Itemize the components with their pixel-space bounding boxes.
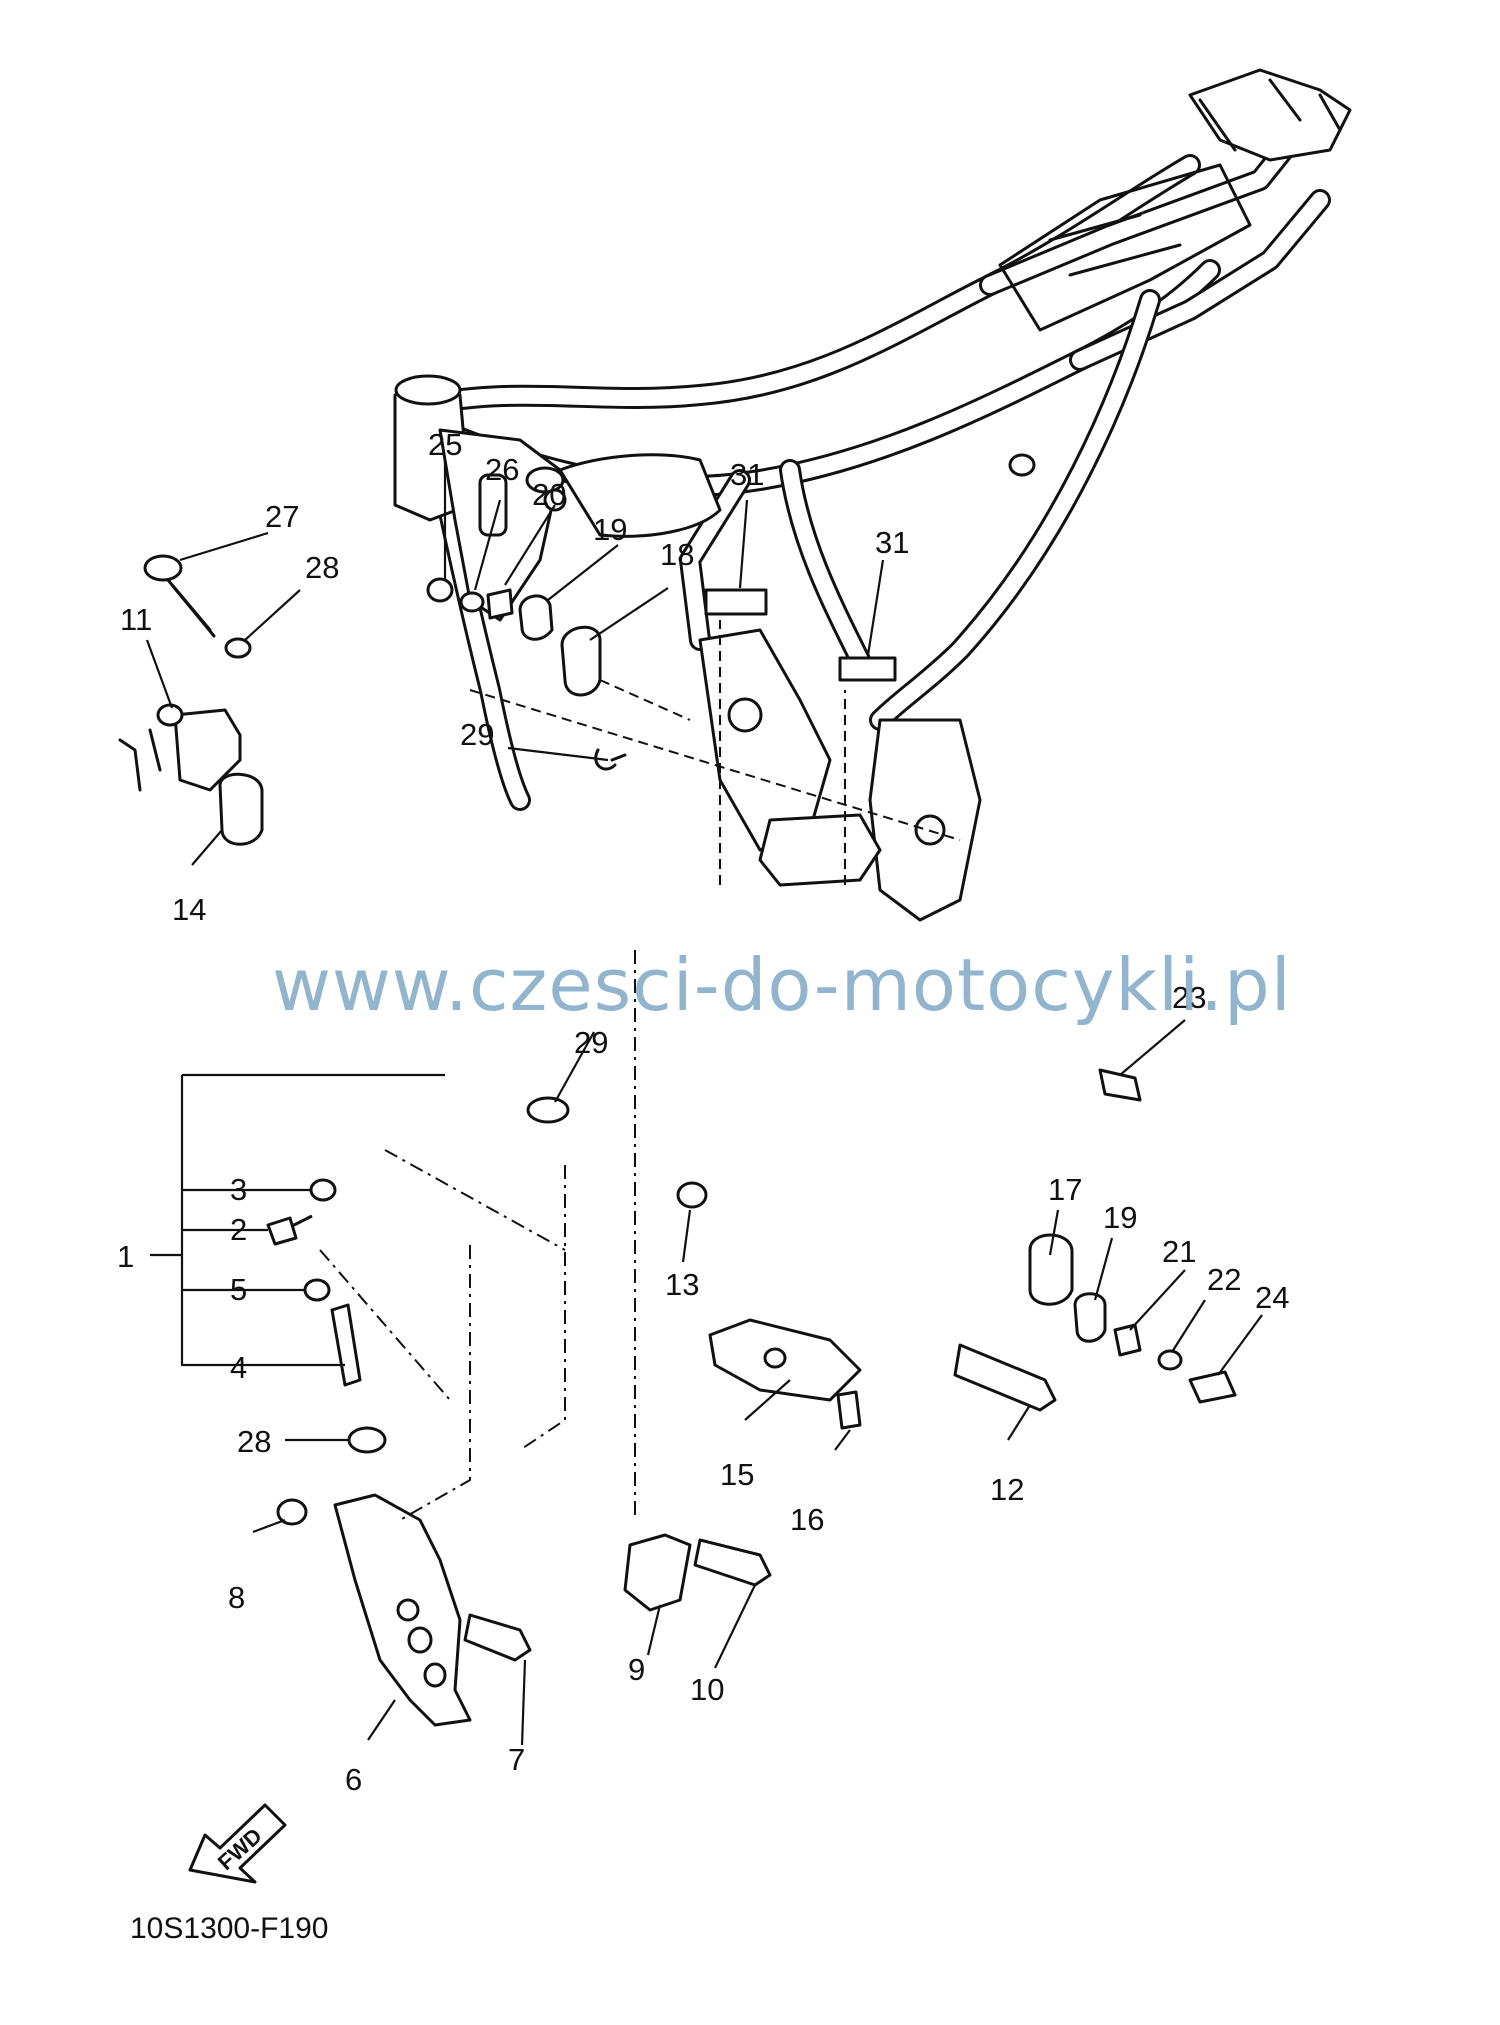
plain-washer — [1157, 1349, 1183, 1371]
callout-26: 27 — [265, 499, 299, 534]
callout-25: 26 — [485, 452, 519, 487]
engine-guard — [333, 1493, 472, 1727]
pivot-shaft-bolt — [953, 1343, 1057, 1412]
front-bracket-assembly — [118, 703, 264, 846]
callout-6: 6 — [345, 1762, 362, 1797]
callout-22: 24 — [1255, 1280, 1289, 1315]
callout-19: 19 — [593, 512, 627, 547]
tube-clip — [478, 473, 508, 537]
callout-10: 10 — [690, 1672, 724, 1707]
rear-frame-bracket — [1188, 68, 1352, 162]
stud — [330, 1303, 362, 1387]
callout-21: 22 — [1207, 1262, 1241, 1297]
flange-nut — [276, 1498, 308, 1526]
damper-pad — [704, 588, 768, 616]
callout-11: 11 — [120, 602, 152, 637]
callout-9: 9 — [628, 1652, 645, 1687]
diagram-code: 10S1300-F190 — [130, 1912, 329, 1945]
flange-bolt — [1188, 1370, 1237, 1404]
stand-bracket — [708, 1318, 862, 1402]
spacer — [1113, 1323, 1142, 1357]
clamp — [347, 1426, 387, 1454]
pivot-bushing — [1028, 1233, 1074, 1306]
pivot-bracket — [758, 813, 882, 887]
seat-rail-tray — [998, 163, 1252, 332]
callout-29: 29 — [574, 1025, 608, 1060]
callout-2: 2 — [230, 1212, 247, 1247]
callout-23: 23 — [1172, 980, 1206, 1015]
mount-bolt — [463, 1613, 532, 1662]
callout-1: 1 — [117, 1239, 134, 1274]
dashed-assembly-lines — [319, 620, 961, 1521]
callout-31-b: 31 — [875, 525, 909, 560]
o-ring — [224, 637, 252, 659]
bolt — [266, 1214, 313, 1246]
callout-8: 8 — [228, 1580, 245, 1615]
callout-5: 5 — [230, 1272, 247, 1307]
callout-24: 25 — [428, 427, 462, 462]
callout-3: 3 — [230, 1172, 247, 1207]
callout-19-b: 19 — [1103, 1200, 1137, 1235]
collar-bushing — [1073, 1292, 1107, 1343]
callout-4: 4 — [230, 1350, 247, 1385]
callout-27: 28 — [305, 550, 339, 585]
callout-20: 20 — [532, 477, 566, 512]
callout-28: 28 — [237, 1424, 271, 1459]
center-plate — [558, 453, 722, 538]
watermark: www.czesci-do-motocykli.pl — [272, 943, 1292, 1027]
bracket-bolt — [693, 1538, 772, 1587]
callout-15: 15 — [720, 1457, 754, 1492]
bleed-screw — [143, 554, 216, 638]
callout-labels: 25 26 20 19 18 31 31 27 28 11 29 14 29 2… — [117, 427, 1289, 1797]
callout-31-a: 31 — [730, 457, 764, 492]
upper-mount-stack — [426, 577, 602, 697]
leader-lines — [145, 460, 1263, 1746]
callout-17: 17 — [1048, 1172, 1082, 1207]
mount-hole — [727, 697, 763, 733]
pivot-nut — [676, 1181, 708, 1209]
callout-7: 7 — [508, 1742, 525, 1777]
fwd-arrow: FWD — [188, 1803, 287, 1884]
callout-12: 12 — [990, 1472, 1024, 1507]
damper-pad — [838, 656, 897, 682]
callout-16: 16 — [790, 1502, 824, 1537]
wire-clip — [594, 748, 627, 771]
hose-clamp — [526, 1096, 570, 1124]
main-frame — [414, 119, 1331, 811]
callout-18: 18 — [660, 537, 694, 572]
washer — [309, 1178, 337, 1202]
callout-30: 29 — [460, 717, 494, 752]
stand-bolt — [836, 1390, 862, 1430]
side-bolt — [1098, 1068, 1142, 1102]
callout-20-b: 21 — [1162, 1234, 1196, 1269]
callout-14: 14 — [172, 892, 206, 927]
engine-bracket — [623, 1533, 692, 1612]
callout-13: 13 — [665, 1267, 699, 1302]
collar — [303, 1278, 331, 1302]
lower-engine-mount — [698, 628, 832, 852]
